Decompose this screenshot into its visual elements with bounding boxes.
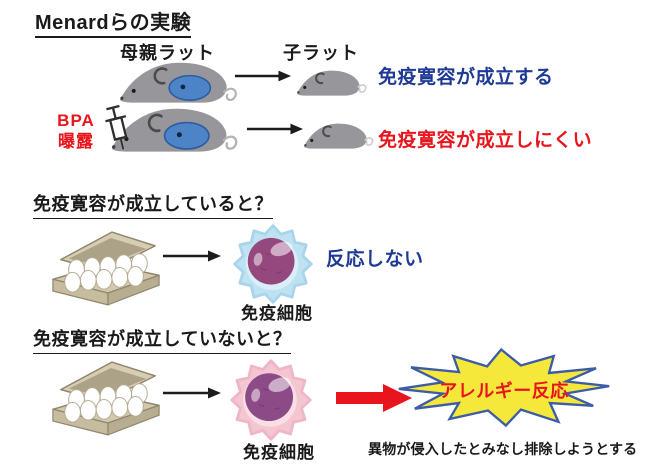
immune-cell-blue-icon: [230, 221, 316, 307]
tolerance-heading: 免疫寛容が成立していると？: [33, 190, 273, 219]
mother-rat-label: 母親ラット: [120, 43, 215, 63]
egg-carton-icon: [47, 222, 165, 313]
control-result-text: 免疫寛容が成立する: [378, 67, 554, 88]
immune-cell-pink-icon: [227, 356, 315, 444]
pup-rat-icon: [295, 66, 369, 100]
no-reaction-text: 反応しない: [326, 249, 424, 270]
egg-carton-icon: [47, 352, 165, 443]
bpa-line2: 曝露: [58, 132, 94, 151]
right-arrow-icon: [234, 68, 292, 84]
right-arrow-icon: [246, 121, 304, 137]
page-title: Menardらの実験: [35, 6, 192, 38]
syringe-icon: [97, 102, 139, 154]
immune-cell-label: 免疫細胞: [243, 443, 315, 462]
red-block-arrow-icon: [336, 381, 414, 415]
immune-cell-label: 免疫細胞: [241, 304, 313, 323]
right-arrow-icon: [162, 248, 222, 264]
pup-rat-bpa-icon: [302, 119, 376, 153]
pup-rat-label: 子ラット: [283, 43, 359, 63]
mother-rat-icon: [117, 57, 237, 109]
allergy-reaction-text: アレルギー反応: [439, 381, 569, 401]
starburst-shape: [396, 346, 612, 430]
bpa-exposure-label: BPA 曝露: [49, 110, 103, 152]
bottom-caption: 異物が侵入したとみなし排除しようとする: [368, 441, 638, 457]
bpa-line1: BPA: [57, 111, 95, 130]
bpa-result-text: 免疫寛容が成立しにくい: [378, 130, 593, 151]
no-tolerance-heading: 免疫寛容が成立していないと？: [33, 325, 292, 354]
mother-rat-bpa-icon: [108, 103, 238, 160]
right-arrow-icon: [162, 385, 222, 401]
